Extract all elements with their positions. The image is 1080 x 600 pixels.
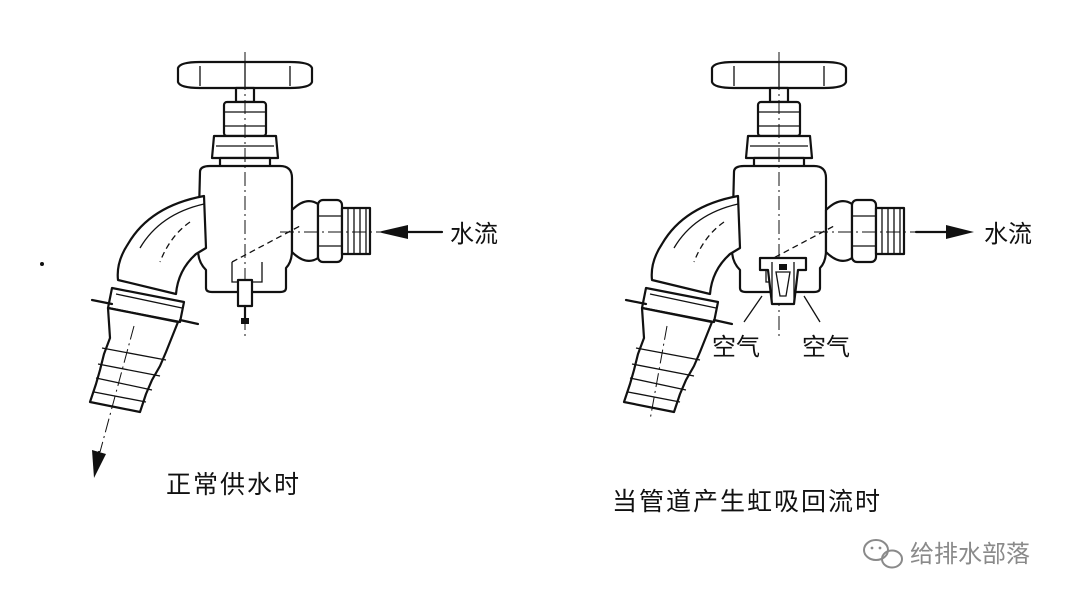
left-flow-arrow	[378, 225, 444, 239]
left-faucet-normal-supply	[88, 50, 390, 478]
right-caption: 当管道产生虹吸回流时	[612, 487, 882, 516]
wechat-icon	[863, 539, 903, 569]
right-flow-label: 水流	[984, 220, 1032, 248]
right-flow-arrow	[914, 225, 974, 239]
watermark: 给排水部落	[863, 539, 1030, 569]
air-label-right: 空气	[802, 333, 850, 361]
watermark-text: 给排水部落	[910, 540, 1030, 568]
right-faucet-backsiphon	[622, 50, 924, 421]
air-label-left: 空气	[712, 333, 760, 361]
left-flow-label: 水流	[450, 220, 498, 248]
stray-dot	[40, 262, 44, 266]
left-caption: 正常供水时	[166, 470, 301, 499]
